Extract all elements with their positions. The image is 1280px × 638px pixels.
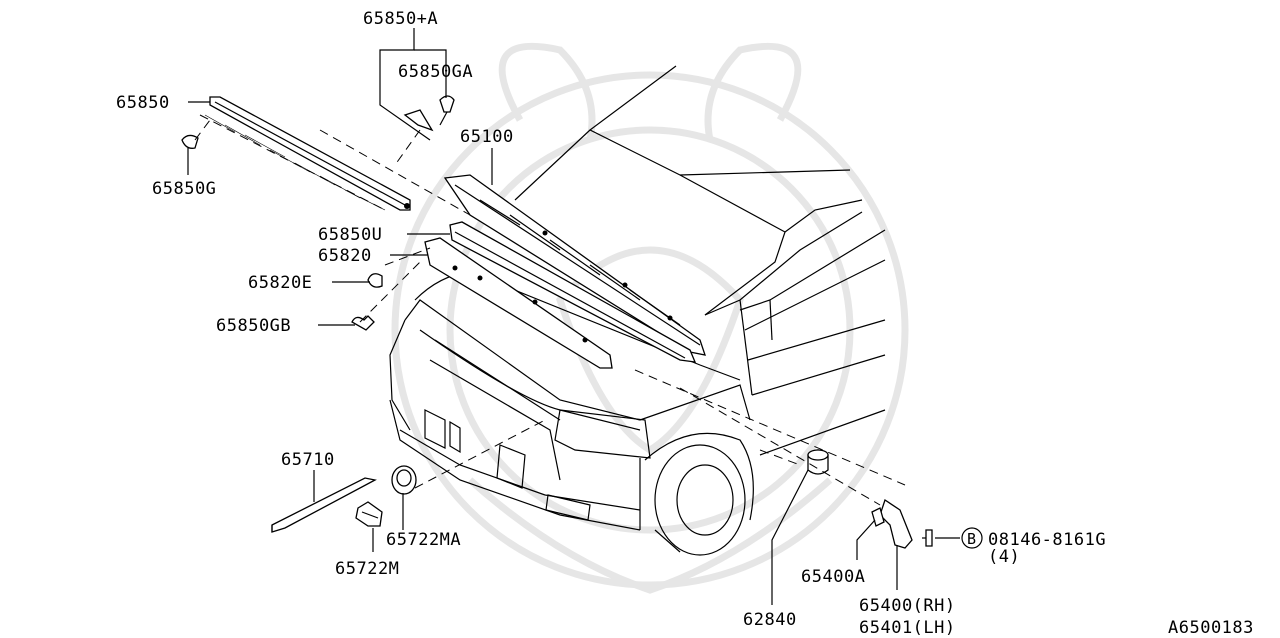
cowl-seal-65850 — [199, 96, 411, 211]
callout-65820: 65820 — [318, 246, 372, 266]
bumper-rubber-62840 — [807, 449, 829, 475]
callout-65400-rh: 65400(RH) — [859, 596, 956, 616]
hood-insulator-65820 — [424, 237, 613, 369]
grommet-65722ma — [391, 419, 546, 495]
callout-65850u: 65850U — [318, 225, 382, 245]
callout-65850: 65850 — [116, 93, 170, 113]
callout-bolt-qty: (4) — [988, 547, 1020, 567]
clip-65820e — [367, 273, 383, 288]
clip-65850g — [181, 119, 211, 149]
vehicle-body — [389, 65, 886, 556]
callout-65850-a: 65850+A — [363, 9, 438, 29]
watermark-emblem — [391, 42, 909, 594]
callout-65400a: 65400A — [801, 567, 865, 587]
hood-hinge-65400 — [871, 498, 933, 549]
bolt-marker-letter: B — [967, 530, 977, 548]
callout-bolt-code: 08146-8161G — [988, 530, 1106, 550]
hood-seal-65850u — [449, 221, 697, 363]
callout-65850ga: 65850GA — [398, 62, 473, 82]
clip-65722m — [355, 501, 383, 527]
hood-rod-65710 — [271, 477, 377, 533]
callout-65722m: 65722M — [335, 559, 399, 579]
clip-65850gb — [351, 315, 375, 331]
callout-labels: 65850+A 65850GA 65850 65850G 65100 65850… — [116, 9, 1254, 638]
callout-65850gb: 65850GB — [216, 316, 291, 336]
callout-65401-lh: 65401(LH) — [859, 618, 956, 638]
callout-65100: 65100 — [460, 127, 514, 147]
hood-insulator-65100 — [443, 174, 706, 356]
callout-65850g: 65850G — [152, 179, 216, 199]
leader-lines — [187, 28, 960, 605]
bolt-marker-circle — [961, 527, 983, 549]
diagram-id: A6500183 — [1168, 618, 1254, 638]
assembly-guide-lines — [319, 129, 906, 506]
callout-65722ma: 65722MA — [386, 530, 461, 550]
callout-65820e: 65820E — [248, 273, 312, 293]
clip-65850ga — [394, 95, 455, 166]
callout-62840: 62840 — [743, 610, 797, 630]
callout-65710: 65710 — [281, 450, 335, 470]
